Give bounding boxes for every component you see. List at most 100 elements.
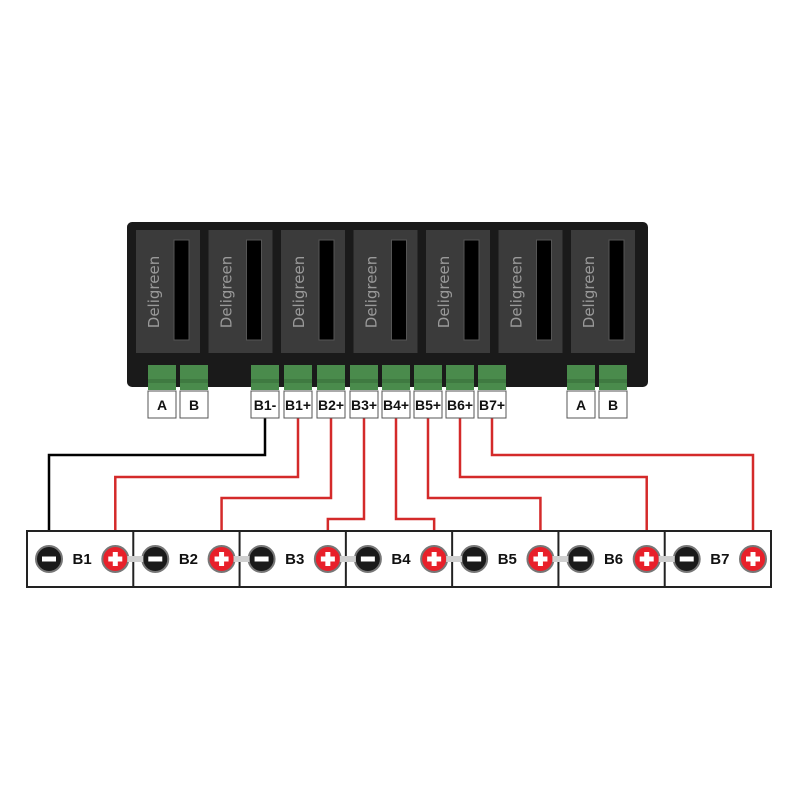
terminal-label-box — [566, 390, 596, 419]
terminal-block — [148, 365, 176, 390]
terminal-label: A — [576, 397, 586, 413]
terminal-label-box — [147, 390, 177, 419]
terminal-block — [317, 365, 345, 390]
module-brand-label: Deligreen — [435, 256, 453, 328]
terminal-screw — [251, 379, 279, 383]
terminal-screw — [414, 379, 442, 383]
balance-pin-b7plus: B7+ — [477, 365, 507, 419]
battery-cell: B7 — [663, 531, 767, 587]
balancer-module: Deligreen — [353, 230, 418, 353]
terminal-screw — [599, 379, 627, 383]
terminal-block — [567, 365, 595, 390]
battery-cell: B6 — [557, 531, 661, 587]
comm-port-a-right: A — [566, 365, 596, 419]
balance-pin-b1: B1- — [250, 365, 280, 419]
terminal-block — [180, 365, 208, 390]
balance-pin-b5plus: B5+ — [413, 365, 443, 419]
cell-label: B6 — [604, 551, 623, 568]
module-brand-label: Deligreen — [580, 256, 598, 328]
terminal-block — [414, 365, 442, 390]
plus-sign-v — [325, 552, 331, 566]
minus-sign — [148, 556, 163, 562]
plus-sign-v — [431, 552, 437, 566]
module-brand-label: Deligreen — [145, 256, 163, 328]
wire-b6-positive — [458, 418, 648, 541]
series-link — [658, 556, 675, 562]
plus-sign-v — [537, 552, 543, 566]
terminal-label-box — [598, 390, 628, 419]
module-brand-label: Deligreen — [508, 256, 526, 328]
battery-pack: B1 B2 B3 B4 B5 B6 B7 — [26, 530, 772, 588]
terminal-label-box — [413, 390, 443, 419]
wire-b7-positive — [490, 418, 755, 541]
module-brand-label: Deligreen — [218, 256, 236, 328]
terminal-screw — [350, 379, 378, 383]
balance-pin-b6plus: B6+ — [445, 365, 475, 419]
terminal-screw — [478, 379, 506, 383]
terminal-label: B — [608, 397, 618, 413]
balancer-board: Deligreen Deligreen Deligreen Deligreen Deli… — [127, 222, 648, 387]
module-brand-label: Deligreen — [363, 256, 381, 328]
minus-sign — [679, 556, 694, 562]
terminal-block — [382, 365, 410, 390]
terminal-screw — [382, 379, 410, 383]
minus-sign — [254, 556, 269, 562]
terminal-label: B — [189, 397, 199, 413]
terminal-block — [599, 365, 627, 390]
series-link — [127, 556, 144, 562]
battery-cell: B2 — [132, 531, 236, 587]
module-slot — [463, 239, 480, 341]
terminal-label-box — [250, 390, 280, 419]
cell-label: B5 — [498, 551, 517, 568]
balancer-module: Deligreen — [136, 230, 200, 353]
wire-b5-positive — [426, 418, 542, 541]
cell-label: B4 — [391, 551, 411, 568]
module-slot — [608, 239, 625, 341]
plus-sign-v — [644, 552, 650, 566]
terminal-label-box — [477, 390, 507, 419]
terminal-label: A — [157, 397, 167, 413]
balancer-module: Deligreen — [208, 230, 273, 353]
battery-cell: B1 — [35, 545, 130, 573]
comm-port-a-left: A — [147, 365, 177, 419]
terminal-label: B1+ — [285, 397, 311, 413]
terminal-screw — [567, 379, 595, 383]
cell-label: B3 — [285, 551, 304, 568]
battery-cell: B3 — [238, 531, 342, 587]
connector-terminals: A B A B B1- B1+ B2+ B3+ B4+B5+B6+ B7+ — [147, 365, 628, 419]
terminal-screw — [284, 379, 312, 383]
terminal-screw — [180, 379, 208, 383]
terminal-label-box — [283, 390, 313, 419]
balance-pin-b3plus: B3+ — [349, 365, 379, 419]
plus-sign-v — [219, 552, 225, 566]
terminal-label: B3+ — [351, 397, 377, 413]
wire-b2-positive — [220, 418, 333, 541]
module-slot — [173, 239, 190, 341]
plus-sign-v — [750, 552, 756, 566]
series-link — [233, 556, 250, 562]
cell-label: B1 — [73, 551, 92, 568]
terminal-label: B4+ — [383, 397, 409, 413]
minus-sign — [42, 556, 56, 562]
minus-sign — [360, 556, 375, 562]
module-slot — [536, 239, 552, 341]
comm-port-b-right: B — [598, 365, 628, 419]
terminal-block — [284, 365, 312, 390]
terminal-label: B2+ — [318, 397, 344, 413]
balance-pin-b1plus: B1+ — [283, 365, 313, 419]
cell-label: B7 — [710, 551, 729, 568]
series-link — [552, 556, 569, 562]
terminal-label: B7+ — [479, 397, 505, 413]
terminal-label-box — [179, 390, 209, 419]
terminal-block — [350, 365, 378, 390]
terminal-block — [446, 365, 474, 390]
wire-b1-negative — [47, 418, 267, 541]
balancer-module: Deligreen — [426, 230, 490, 353]
terminal-label: B6+ — [447, 397, 473, 413]
module-brand-label: Deligreen — [290, 256, 308, 328]
comm-port-b-left: B — [179, 365, 209, 419]
balance-pin-b4plus: B4+ — [381, 365, 411, 419]
balancer-module: Deligreen — [281, 230, 345, 353]
terminal-label: B1- — [254, 397, 277, 413]
